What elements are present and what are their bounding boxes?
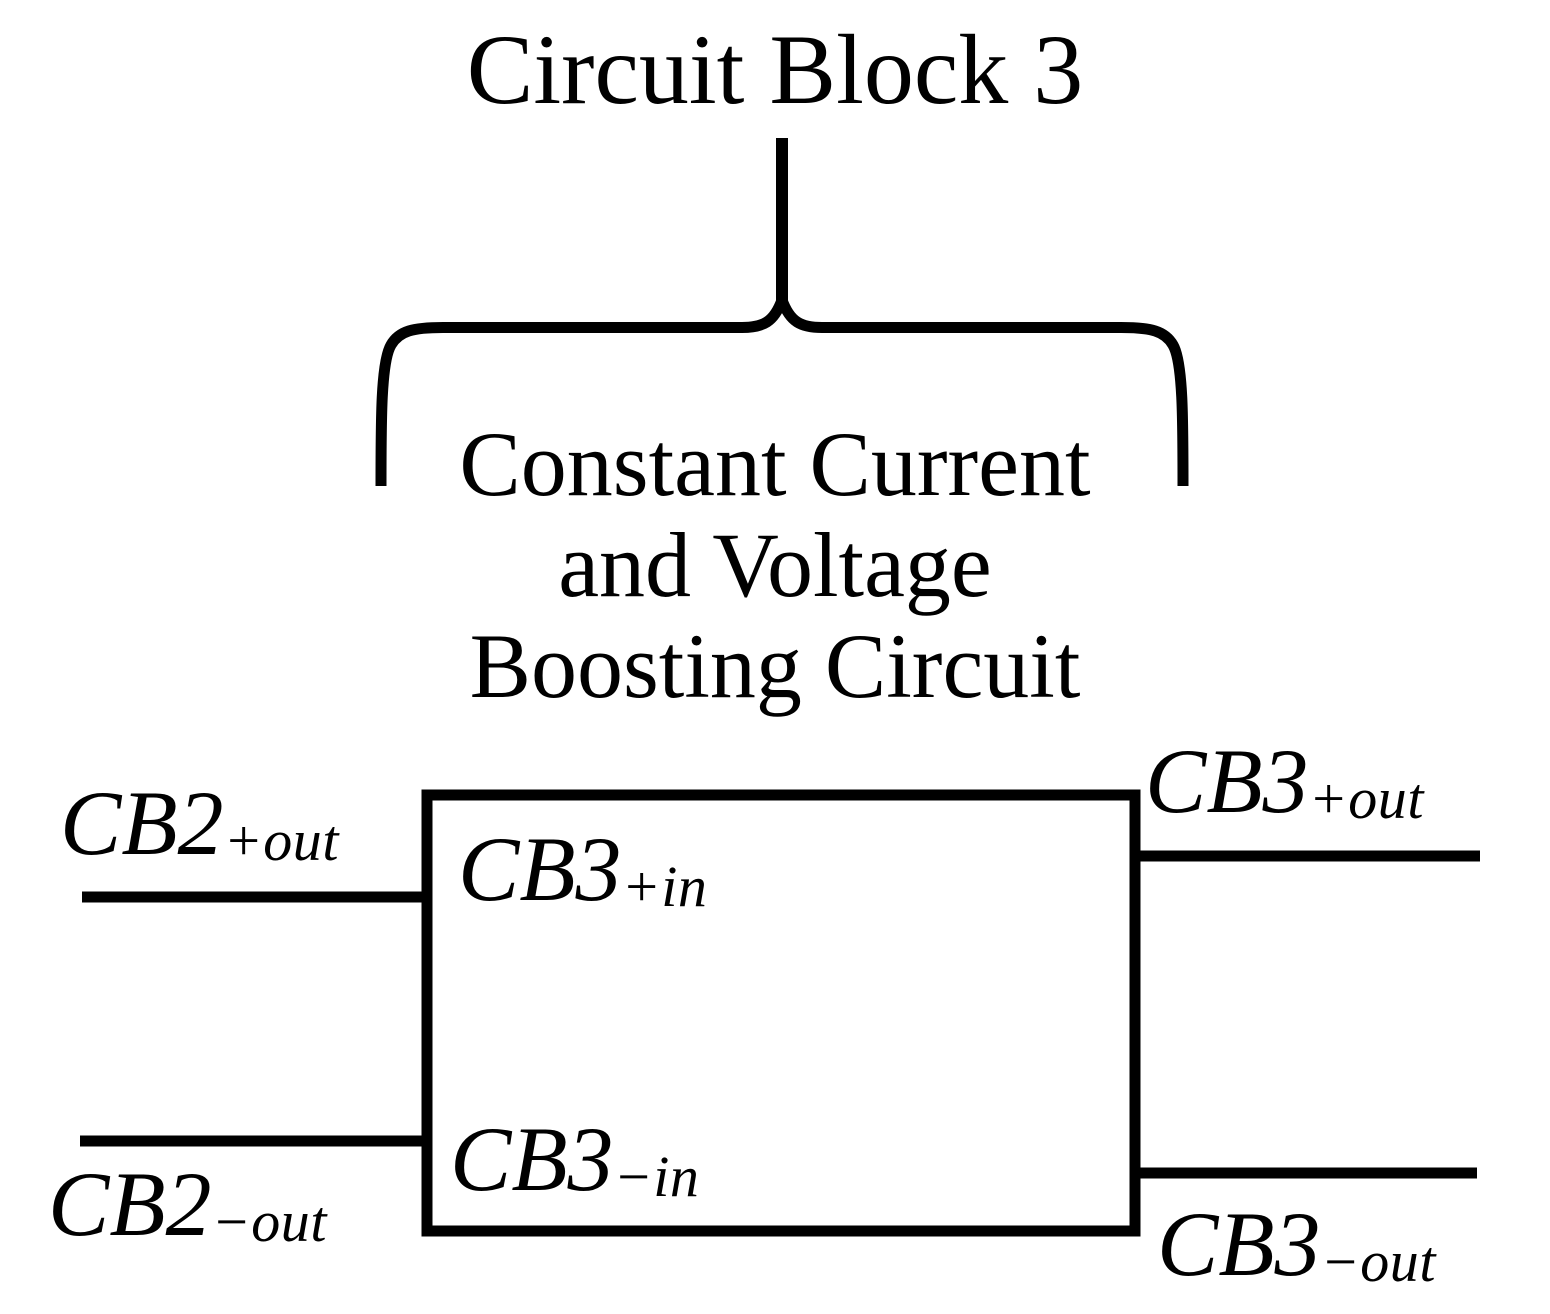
port-label-cb3-minus-out: CB3−out: [1157, 1198, 1436, 1290]
caption-line-2: and Voltage: [558, 514, 992, 616]
port-label-cb2-plus-out: CB2+out: [60, 777, 339, 869]
port-base: CB3: [458, 818, 622, 920]
port-base: CB2: [48, 1153, 212, 1255]
caption-line-3: Boosting Circuit: [469, 615, 1081, 717]
curly-brace: [375, 283, 1189, 487]
port-label-cb3-plus-out: CB3+out: [1145, 735, 1424, 827]
port-base: CB3: [1145, 730, 1309, 832]
port-subscript: −out: [211, 1188, 328, 1254]
port-base: CB3: [1157, 1193, 1321, 1295]
port-subscript: +in: [621, 853, 708, 919]
caption-line-1: Constant Current: [459, 413, 1091, 515]
port-subscript: −in: [613, 1143, 700, 1209]
port-label-cb3-plus-in: CB3+in: [458, 823, 708, 915]
port-base: CB2: [60, 772, 224, 874]
block-caption: Constant Current and Voltage Boosting Ci…: [0, 414, 1550, 717]
port-subscript: +out: [223, 807, 340, 873]
port-subscript: −out: [1320, 1228, 1437, 1294]
port-label-cb2-minus-out: CB2−out: [48, 1158, 327, 1250]
block-outline: [421, 789, 1141, 1237]
port-label-cb3-minus-in: CB3−in: [450, 1113, 700, 1205]
page-title: Circuit Block 3: [466, 14, 1084, 125]
port-subscript: +out: [1308, 765, 1425, 831]
port-base: CB3: [450, 1108, 614, 1210]
